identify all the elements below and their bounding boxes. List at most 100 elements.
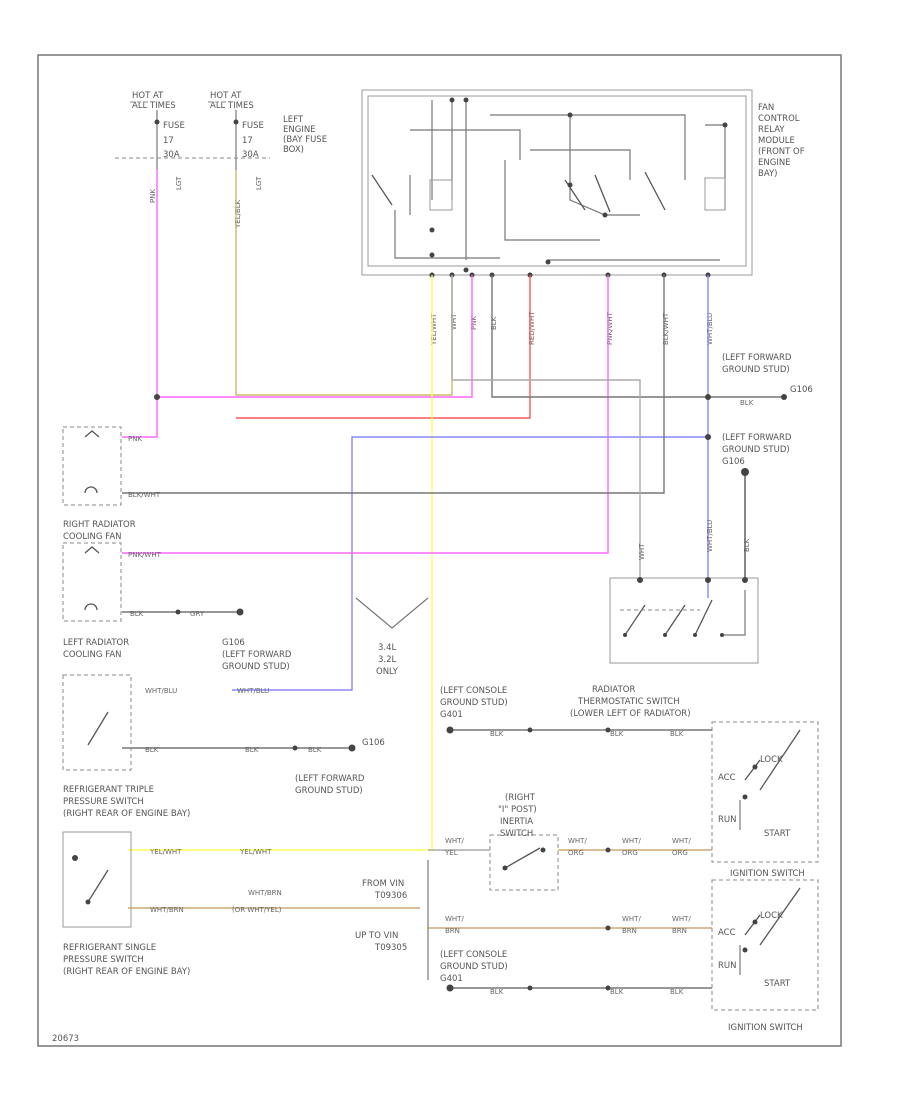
svg-text:PNK/WHT: PNK/WHT (128, 551, 162, 559)
relay-wire-2: WHT (450, 313, 458, 330)
svg-text:BAY): BAY) (758, 169, 778, 179)
diagram-frame (37, 54, 842, 1047)
up-to-vin-label: UP TO VIN (355, 931, 398, 941)
svg-text:T09305: T09305 (374, 943, 407, 953)
wire-red (236, 275, 531, 419)
svg-text:GROUND STUD): GROUND STUD) (722, 445, 790, 455)
hot-label-2b: ALL TIMES (210, 101, 254, 111)
fan-control-relay-module: FAN CONTROL RELAY MODULE (FRONT OF ENGIN… (361, 89, 805, 346)
right-fan-label: RIGHT RADIATOR (63, 520, 136, 530)
svg-text:PNK: PNK (128, 435, 142, 443)
svg-text:ONLY: ONLY (376, 667, 399, 677)
fuse-area: HOT AT ALL TIMES HOT AT ALL TIMES FUSE 1… (115, 91, 327, 229)
svg-text:GROUND STUD): GROUND STUD) (440, 698, 508, 708)
wire-pink-relay (157, 275, 473, 398)
svg-text:WHT/: WHT/ (672, 915, 691, 923)
relay-wire-7: BLK/WHT (662, 312, 670, 345)
inertia-switch: (RIGHT "I" POST) INERTIA SWITCH WHT/ YEL… (355, 793, 691, 953)
ignition-switch-label-1: IGNITION SWITCH (730, 869, 805, 879)
svg-text:WHT/BLU: WHT/BLU (145, 687, 177, 695)
svg-text:ENGINE: ENGINE (283, 125, 316, 135)
hot-label-1b: ALL TIMES (132, 101, 176, 111)
console-grounds: (LEFT CONSOLE GROUND STUD) G401 BLK BLK … (440, 686, 684, 996)
left-radiator-cooling-fan: BLK GRY LEFT RADIATOR COOLING FAN G106 (… (62, 542, 292, 672)
svg-text:WHT/: WHT/ (445, 837, 464, 845)
svg-text:BLK: BLK (670, 730, 684, 738)
relay-wire-8: WHT/BLU (706, 313, 714, 345)
svg-text:BLK: BLK (145, 746, 159, 754)
svg-text:3.2L: 3.2L (378, 655, 397, 665)
ground-label-top: (LEFT FORWARD (722, 353, 792, 363)
relay-wire-3: PNK (470, 316, 478, 330)
diagram-id: 20673 (52, 1034, 79, 1044)
svg-text:ORG: ORG (622, 849, 638, 857)
svg-text:BLK: BLK (490, 988, 504, 996)
radiator-thermostatic-switch: WHT WHT/BLU BLK RADIATOR THERMOSTATIC SW… (570, 520, 759, 719)
svg-text:ORG: ORG (672, 849, 688, 857)
svg-text:START: START (764, 829, 791, 839)
svg-text:ENGINE: ENGINE (758, 158, 791, 168)
inertia-switch-label: (RIGHT (505, 793, 536, 803)
wire-wht (451, 275, 641, 578)
svg-text:WHT/: WHT/ (622, 915, 641, 923)
wire-pink-wht (122, 275, 609, 554)
hot-label-2: HOT AT (210, 91, 242, 101)
fuse-label-2: FUSE (242, 121, 264, 131)
fuse-amp-2: 30A (242, 150, 259, 160)
svg-text:(RIGHT REAR OF ENGINE BAY): (RIGHT REAR OF ENGINE BAY) (63, 809, 190, 819)
svg-text:SWITCH: SWITCH (500, 829, 533, 839)
svg-text:(LEFT FORWARD: (LEFT FORWARD (222, 650, 292, 660)
svg-text:BLK/WHT: BLK/WHT (128, 491, 161, 499)
svg-text:PRESSURE SWITCH: PRESSURE SWITCH (63, 797, 144, 807)
console-ground-label-1: (LEFT CONSOLE (440, 686, 507, 696)
svg-text:RUN: RUN (718, 961, 737, 971)
single-switch-label: REFRIGERANT SINGLE (63, 943, 156, 953)
svg-text:(LOWER LEFT OF RADIATOR): (LOWER LEFT OF RADIATOR) (570, 709, 691, 719)
fuse-amp-1: 30A (163, 150, 180, 160)
svg-text:G106: G106 (362, 738, 385, 748)
svg-text:GROUND STUD): GROUND STUD) (722, 365, 790, 375)
svg-text:WHT/BRN: WHT/BRN (248, 889, 282, 897)
ground-labels: (LEFT FORWARD GROUND STUD) G106 BLK (LEF… (722, 353, 813, 467)
svg-text:INERTIA: INERTIA (500, 817, 533, 827)
refrigerant-triple-pressure-switch: WHT/BLU WHT/BLU BLK BLK BLK G106 (LEFT F… (62, 674, 385, 819)
svg-text:LGT: LGT (175, 176, 183, 190)
svg-text:WHT/BLU: WHT/BLU (237, 687, 269, 695)
ground-label-left: G106 (222, 638, 245, 648)
wire-blk-wht (122, 275, 665, 494)
svg-text:LOCK: LOCK (760, 911, 783, 921)
wire-khaki (235, 170, 453, 396)
svg-text:G401: G401 (440, 974, 463, 984)
wire-blue-loop (232, 436, 708, 691)
fuse-num-1: 17 (163, 136, 174, 146)
relay-wire-5: RED/WHT (528, 311, 536, 345)
svg-text:"I" POST): "I" POST) (498, 805, 537, 815)
svg-text:YEL/WHT: YEL/WHT (239, 848, 272, 856)
svg-text:BLK: BLK (610, 988, 624, 996)
svg-text:ACC: ACC (718, 928, 736, 938)
svg-text:G401: G401 (440, 710, 463, 720)
fuse-label-1: FUSE (163, 121, 185, 131)
svg-text:GRY: GRY (190, 610, 205, 618)
refrigerant-single-pressure-switch: YEL/WHT YEL/WHT WHT/BRN WHT/BRN (OR WHT/… (62, 831, 282, 977)
wire-label-yelblk: YEL/BLK (234, 199, 242, 229)
ignition-switch-2: LOCK ACC RUN START (711, 879, 819, 1011)
from-vin-label: FROM VIN (362, 879, 404, 889)
svg-text:GROUND STUD): GROUND STUD) (295, 786, 363, 796)
svg-text:BLK: BLK (308, 746, 322, 754)
svg-text:WHT: WHT (638, 543, 646, 560)
svg-text:BOX): BOX) (283, 145, 304, 155)
svg-text:BLK: BLK (740, 399, 754, 407)
svg-text:RUN: RUN (718, 815, 737, 825)
svg-text:ACC: ACC (718, 773, 736, 783)
svg-text:LGT: LGT (255, 176, 263, 190)
svg-text:CONTROL: CONTROL (758, 114, 800, 124)
svg-text:LOCK: LOCK (760, 755, 783, 765)
ignition-switch-label-2: IGNITION SWITCH (728, 1023, 803, 1033)
svg-text:BLK: BLK (610, 730, 624, 738)
svg-text:WHT/BRN: WHT/BRN (150, 906, 184, 914)
svg-text:G106: G106 (722, 457, 745, 467)
svg-text:RELAY: RELAY (758, 125, 785, 135)
wire-pink-main (122, 170, 158, 438)
svg-text:YEL/WHT: YEL/WHT (149, 848, 182, 856)
